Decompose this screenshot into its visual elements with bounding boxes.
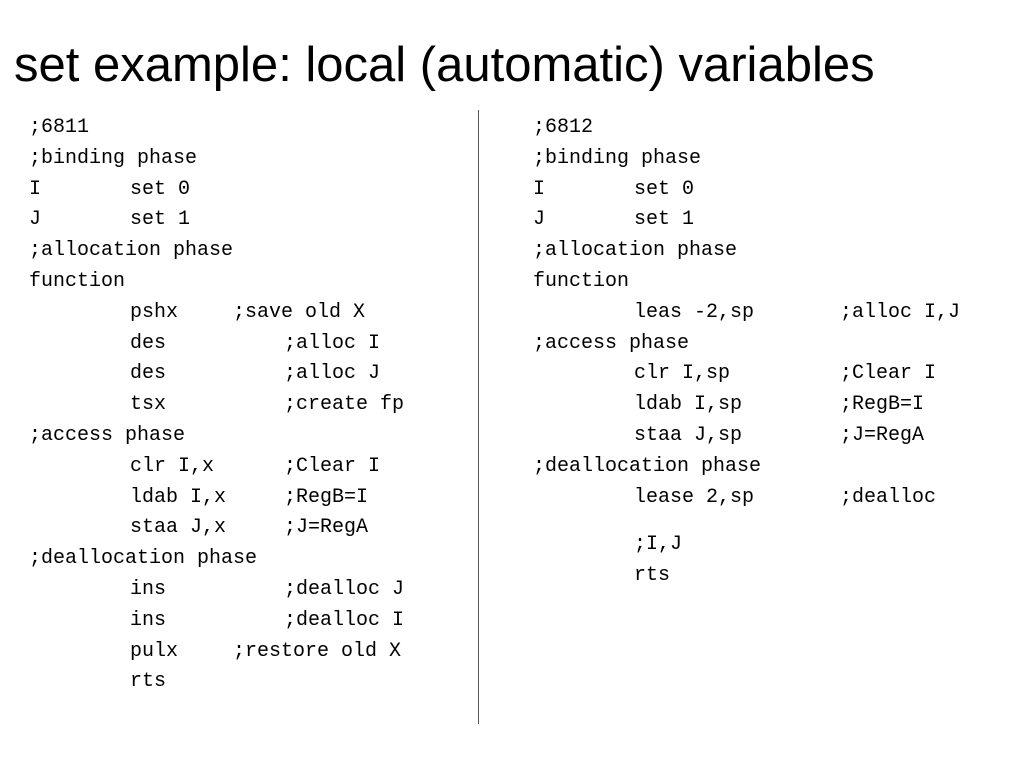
code-line: ldab I,sp ;RegB=I (533, 390, 1013, 421)
code-line: ;allocation phase (533, 236, 1013, 267)
code-line: pulx ;restore old X (29, 637, 469, 668)
code-line: rts (29, 667, 469, 698)
code-comment: ;alloc I,J (840, 300, 961, 324)
code-instruction: leas -2,sp (634, 300, 755, 324)
code-comment: ;Clear I (284, 454, 381, 478)
code-label: ;deallocation phase (29, 547, 258, 571)
code-label: ;binding phase (533, 146, 702, 170)
code-instruction: tsx (130, 393, 167, 417)
code-instruction: ldab I,sp (634, 393, 743, 417)
code-comment: ;alloc J (284, 362, 381, 386)
code-instruction: set 0 (634, 177, 695, 201)
code-instruction: des (130, 331, 167, 355)
code-comment: ;alloc I (284, 331, 381, 355)
code-label: ;6812 (533, 116, 594, 139)
code-line: ins ;dealloc J (29, 575, 469, 606)
code-label: ;access phase (29, 423, 186, 447)
code-line: staa J,x ;J=RegA (29, 513, 469, 544)
code-instruction: pshx (130, 300, 179, 324)
code-label: ;access phase (533, 331, 690, 355)
code-line: ;access phase (533, 329, 1013, 360)
code-line: ;allocation phase (29, 236, 469, 267)
code-line: function (29, 267, 469, 298)
code-instruction: lease 2,sp (634, 485, 755, 509)
code-instruction: rts (634, 564, 671, 588)
code-comment: ;J=RegA (840, 423, 925, 447)
code-line: staa J,sp ;J=RegA (533, 421, 1013, 452)
code-comment: ;dealloc J (284, 577, 405, 601)
code-line: ;deallocation phase (533, 452, 1013, 483)
code-instruction: des (130, 362, 167, 386)
code-instruction: rts (130, 670, 167, 694)
code-instruction: ins (130, 577, 167, 601)
code-instruction: staa J,x (130, 516, 227, 540)
code-instruction: set 0 (130, 177, 191, 201)
code-comment: ;RegB=I (840, 393, 925, 417)
code-label: function (29, 269, 126, 293)
code-label: ;allocation phase (533, 239, 738, 263)
code-comment: ;RegB=I (284, 485, 369, 509)
code-line: ldab I,x ;RegB=I (29, 483, 469, 514)
code-comment: ;dealloc I (284, 608, 405, 632)
code-label: function (533, 269, 630, 293)
code-line: des ;alloc J (29, 359, 469, 390)
code-line: leas -2,sp ;alloc I,J (533, 298, 1013, 329)
code-label: ;deallocation phase (533, 454, 762, 478)
code-instruction: staa J,sp (634, 423, 743, 447)
code-instruction: ins (130, 608, 167, 632)
code-instruction: pulx (130, 639, 179, 663)
code-comment: ;Clear I (840, 362, 937, 386)
code-line: ;6811 (29, 113, 469, 144)
code-comment: ;save old X (233, 300, 366, 324)
code-label: ;6811 (29, 116, 90, 139)
code-label: J (533, 208, 546, 232)
code-label: J (29, 208, 42, 232)
slide-title: set example: local (automatic) variables (14, 38, 875, 92)
code-comment: ;restore old X (233, 639, 402, 663)
code-instruction: clr I,sp (634, 362, 731, 386)
code-line: clr I,x ;Clear I (29, 452, 469, 483)
code-line: ;I,J (533, 530, 1013, 561)
code-line: ;deallocation phase (29, 544, 469, 575)
code-comment: ;J=RegA (284, 516, 369, 540)
code-line: rts (533, 561, 1013, 592)
code-line: lease 2,sp ;dealloc (533, 483, 1013, 514)
code-comment: ;dealloc (840, 485, 937, 509)
code-label: ;allocation phase (29, 239, 234, 263)
code-label: ;binding phase (29, 146, 198, 170)
code-line: clr I,sp ;Clear I (533, 359, 1013, 390)
code-instruction: ldab I,x (130, 485, 227, 509)
column-divider (478, 110, 479, 724)
code-instruction: set 1 (634, 208, 695, 232)
code-instruction: clr I,x (130, 454, 215, 478)
code-line: tsx ;create fp (29, 390, 469, 421)
code-line: des ;alloc I (29, 329, 469, 360)
code-label: I (29, 177, 42, 201)
code-line: ;binding phase (29, 144, 469, 175)
code-line: pshx ;save old X (29, 298, 469, 329)
code-line: ;binding phase (533, 144, 1013, 175)
code-instruction: set 1 (130, 208, 191, 232)
code-line: ins ;dealloc I (29, 606, 469, 637)
code-comment: ;create fp (284, 393, 405, 417)
code-line: ;6812 (533, 113, 1013, 144)
code-instruction: ;I,J (634, 533, 683, 557)
code-line: function (533, 267, 1013, 298)
code-line: ;access phase (29, 421, 469, 452)
code-label: I (533, 177, 546, 201)
